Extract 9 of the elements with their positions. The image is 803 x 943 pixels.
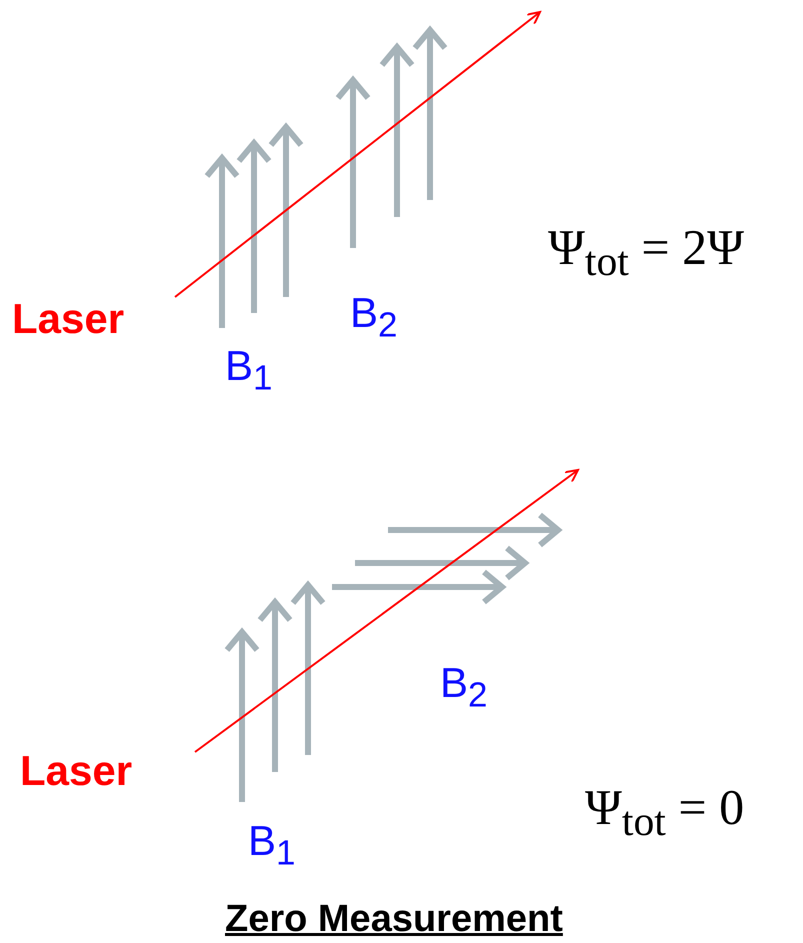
- equation: Ψ$_{tot}$ = 2Ψ: [548, 222, 744, 284]
- field-label: B$_{1}$: [225, 345, 272, 396]
- field-label: B$_{1}$: [248, 820, 296, 870]
- laser-label: Laser: [20, 750, 132, 792]
- field-label: B$_{2}$: [350, 292, 398, 342]
- equation: Ψ$_{tot}$ = 0: [585, 782, 744, 844]
- field-label: B$_{2}$: [440, 662, 488, 712]
- caption: Zero Measurement: [225, 900, 563, 938]
- laser-label: Laser: [12, 298, 124, 340]
